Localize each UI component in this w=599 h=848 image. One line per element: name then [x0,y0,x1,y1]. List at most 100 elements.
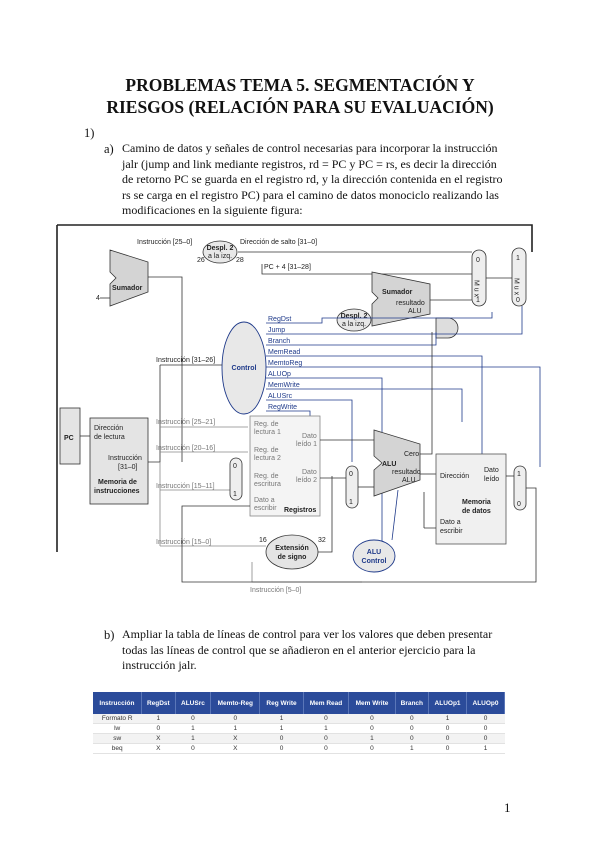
branch-adder-alu: ALU [408,308,422,315]
instr-20-16-label: Instrucción [20–16] [156,445,215,452]
sign-extend-label: Extensión [275,545,308,552]
mux-branch-0: 0 [476,257,480,264]
reg-data1-b: leído 1 [296,441,317,448]
mux-regdst-1: 1 [233,491,237,498]
branch-adder [371,271,431,327]
n26-label: 26 [197,257,205,264]
item-b-marker: b) [104,628,115,642]
table-cell: X [141,743,176,754]
shift-left-mid-label: Despl. 2 [341,313,368,320]
dmem-name: Memoria [462,499,491,506]
branch-adder-label: Sumador [382,289,413,296]
shift-left-top [202,240,238,264]
alu-result-b: ALU [402,477,416,484]
table-cell: sw [93,733,142,744]
signal-regdst: RegDst [268,316,291,323]
table-header: Instrucción [93,692,142,714]
dmem-data-b: leído [484,476,499,483]
data-memory [435,453,507,545]
instr-5-0-label: Instrucción [5–0] [250,587,301,594]
table-cell: 0 [466,714,505,724]
and-gate [435,317,459,339]
n28-label: 28 [236,257,244,264]
table-header: Reg Write [259,692,304,714]
title-line-1: PROBLEMAS TEMA 5. SEGMENTACIÓN Y [125,75,475,95]
signal-jump: Jump [268,327,285,334]
table-cell: 0 [141,723,176,734]
control-unit [221,321,267,415]
shift-left-top-label-b: a la izq. [208,253,232,260]
control-label: Control [232,365,257,372]
jump-address-label: Dirección de salto [31–0] [240,239,317,246]
table-header-row: Instrucción RegDst ALUSrc Memto-Reg Reg … [93,692,505,714]
signal-alusrc: ALUSrc [268,393,293,400]
item-b-line: instrucción jalr. [122,658,197,672]
table-cell: 0 [395,723,429,734]
mux-jump-0: 0 [516,297,520,304]
table-cell: beq [93,743,142,754]
signal-memwrite: MemWrite [268,382,300,389]
sign-extend [265,534,319,570]
table-cell: 1 [175,723,211,734]
table-cell: 0 [428,733,467,744]
table-cell: Formato R [93,714,142,724]
four-label: 4 [96,295,100,302]
control-lines-table: Instrucción RegDst ALUSrc Memto-Reg Reg … [93,692,505,754]
item-a-line: de retorno PC se guarda en el registro r… [122,172,503,186]
table-cell: 1 [259,714,304,724]
reg-data1: Dato [302,433,317,440]
dmem-write: Dato a [440,519,461,526]
reg-read1-b: lectura 1 [254,429,281,436]
table-cell: 0 [303,743,349,754]
table-cell: X [141,733,176,744]
instr-25-21-label: Instrucción [25–21] [156,419,215,426]
table-row: Formato R 1 0 0 1 0 0 0 1 0 [93,714,505,724]
table-cell: 1 [428,714,467,724]
instr-25-0-label: Instrucción [25–0] [137,239,192,246]
pc-adder [109,249,149,307]
table-cell: 1 [259,723,304,734]
shift-left-mid-label-b: a la izq. [342,321,366,328]
shift-left-top-label: Despl. 2 [207,245,234,252]
pc-label: PC [64,435,74,442]
reg-data2: Dato [302,469,317,476]
alu-control [352,539,396,573]
table-cell: 0 [303,714,349,724]
signal-regwrite: RegWrite [268,404,297,411]
mux-memtoreg-1: 1 [517,471,521,478]
table-header: ALUOp1 [428,692,467,714]
reg-write-data: Dato a [254,497,275,504]
table-cell: 0 [428,723,467,734]
alu-control-label-b: Control [362,558,387,565]
item-b-line: todas las líneas de control que se añadi… [122,642,476,657]
alu-result: resultado [392,469,421,476]
title-line-2: RIESGOS (RELACIÓN PARA SU EVALUACIÓN) [106,97,494,117]
table-cell: 0 [348,743,396,754]
imem-address: Dirección [94,425,123,432]
item-a-line: rs se carga en el registro PC) para el c… [122,187,499,202]
table-cell: 1 [210,723,260,734]
instr-15-11-label: Instrucción [15–11] [156,483,215,490]
pc4-label: PC + 4 [31–28] [264,264,311,271]
table-header: Mem Write [348,692,396,714]
mux-regdst-0: 0 [233,463,237,470]
table-cell: 1 [175,733,211,744]
signal-branch: Branch [268,338,290,345]
table-row: sw X 1 X 0 0 1 0 0 0 [93,733,505,744]
item-a-text: Camino de datos y señales de control nec… [122,141,514,219]
pc-adder-label: Sumador [112,285,143,292]
reg-data2-b: leído 2 [296,477,317,484]
table-cell: X [210,743,260,754]
table-header: ALUSrc [175,692,212,714]
registers-label: Registros [284,507,316,514]
register-file [249,415,321,517]
reg-write-data-b: escribir [254,505,277,512]
table-cell: 0 [175,714,211,724]
item-a-marker: a) [104,142,114,156]
table-cell: lw [93,723,142,734]
instr-15-0-label: Instrucción [15–0] [156,539,211,546]
signal-memtoreg: MemtoReg [268,360,302,367]
dmem-name-b: de datos [462,508,491,515]
mux-jump-1: 1 [516,255,520,262]
mux-alusrc-1: 1 [349,499,353,506]
